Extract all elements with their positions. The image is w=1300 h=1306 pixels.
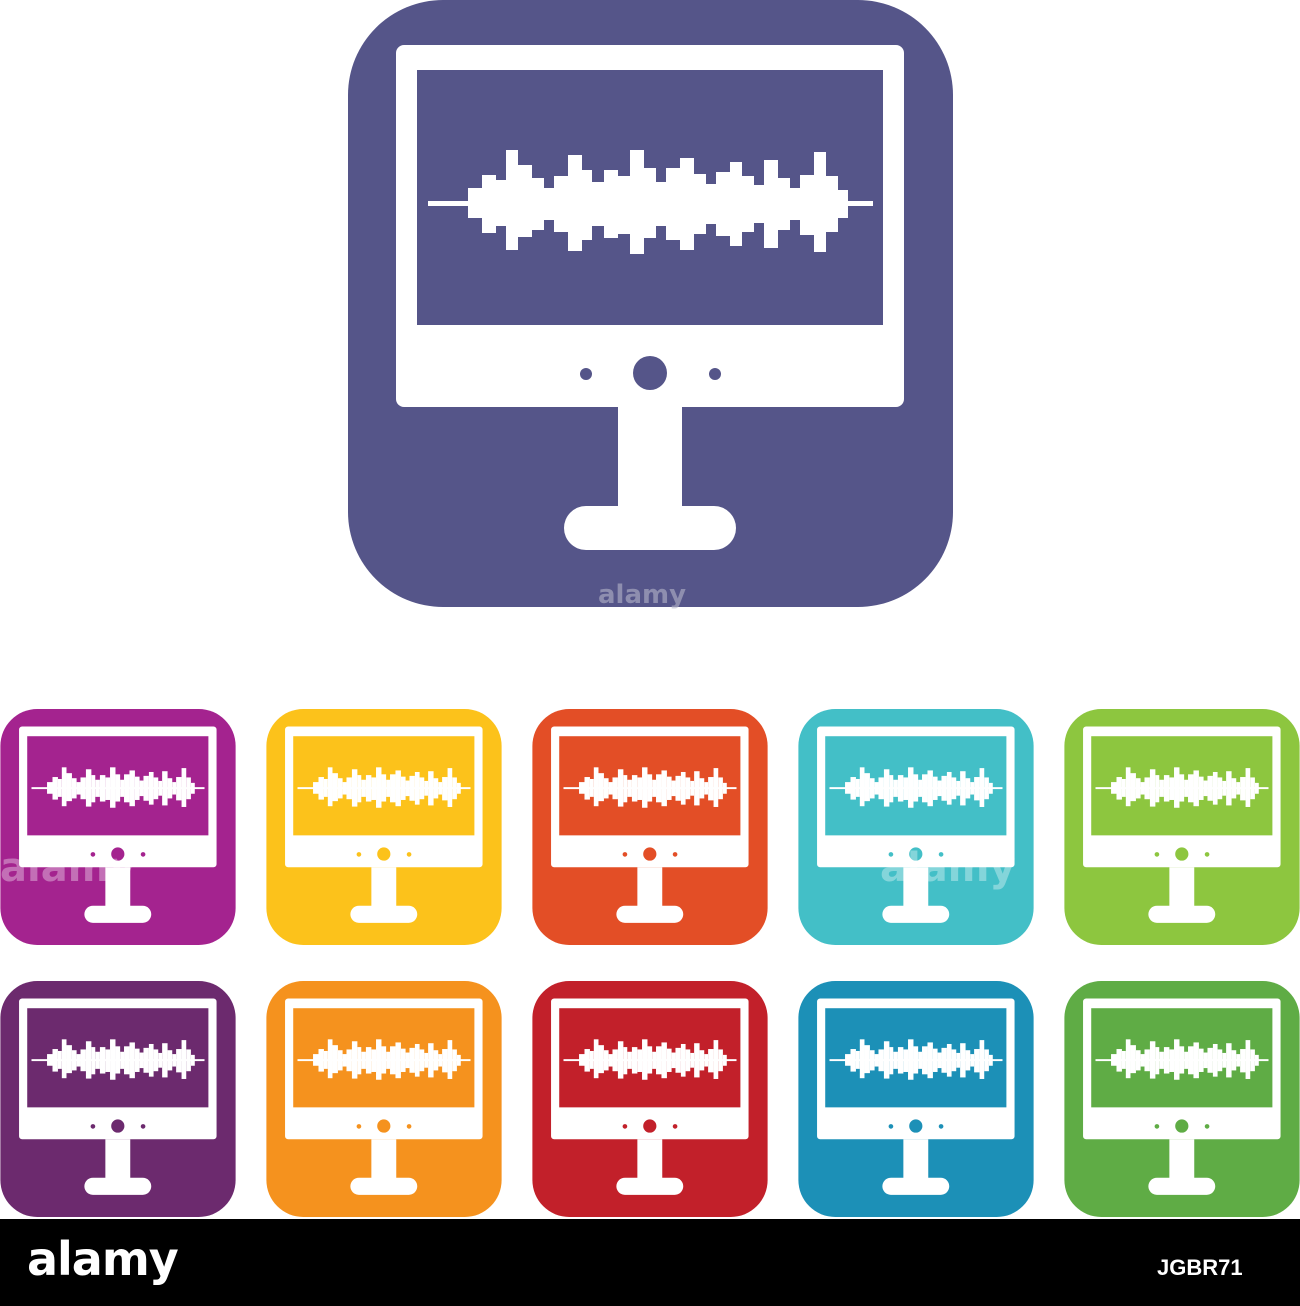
monitor-sound-wave-icon-magenta bbox=[0, 709, 236, 945]
image-id-label: JGBR71 bbox=[1157, 1255, 1243, 1280]
monitor-sound-wave-icon-teal bbox=[798, 709, 1034, 945]
monitor-sound-wave-icon-lime bbox=[1064, 709, 1300, 945]
monitor-sound-wave-icon bbox=[532, 709, 768, 945]
monitor-sound-wave-icon bbox=[266, 709, 502, 945]
monitor-sound-wave-icon-blue bbox=[798, 981, 1034, 1217]
monitor-sound-wave-icon bbox=[532, 981, 768, 1217]
watermark-bar bbox=[0, 1219, 1300, 1306]
stock-logo: alamy bbox=[27, 1232, 179, 1286]
monitor-sound-wave-icon bbox=[798, 709, 1034, 945]
monitor-sound-wave-icon bbox=[266, 981, 502, 1217]
monitor-sound-wave-icon-red bbox=[532, 981, 768, 1217]
monitor-sound-wave-icon bbox=[1064, 981, 1300, 1217]
monitor-sound-wave-icon bbox=[0, 709, 236, 945]
monitor-sound-wave-icon-yellow bbox=[266, 709, 502, 945]
monitor-sound-wave-icon-orange bbox=[266, 981, 502, 1217]
monitor-sound-wave-icon-dark-purple bbox=[0, 981, 236, 1217]
monitor-sound-wave-icon-orange-red bbox=[532, 709, 768, 945]
monitor-sound-wave-icon bbox=[0, 981, 236, 1217]
monitor-sound-wave-icon bbox=[798, 981, 1034, 1217]
monitor-sound-wave-icon-large bbox=[348, 0, 953, 607]
monitor-sound-wave-icon bbox=[1064, 709, 1300, 945]
monitor-sound-wave-icon bbox=[348, 0, 953, 607]
monitor-sound-wave-icon-green bbox=[1064, 981, 1300, 1217]
